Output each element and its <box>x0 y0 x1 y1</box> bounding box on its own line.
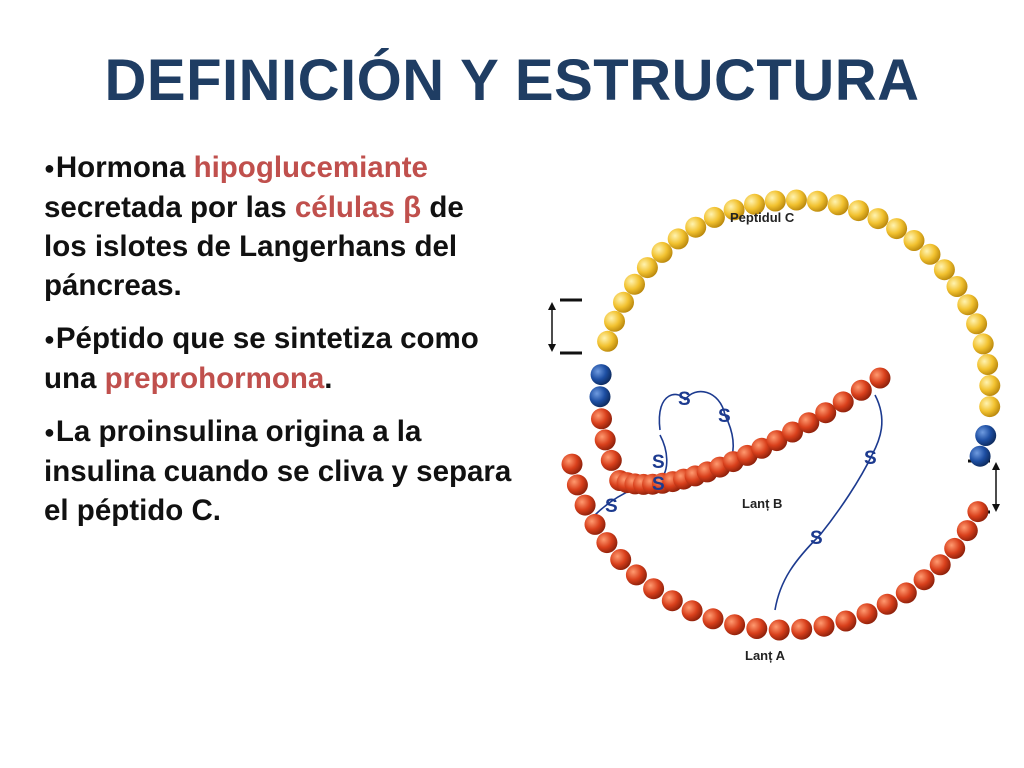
chain-b-residue <box>766 430 788 452</box>
chain-b-residue <box>850 379 872 401</box>
chain-b-residue <box>832 391 854 413</box>
bullet-dot-icon: ● <box>44 422 55 442</box>
bullet-text: . <box>324 362 333 395</box>
chain-b-residue <box>815 402 837 424</box>
chain-a-residue <box>876 593 898 615</box>
bullet-cleavage: ●La proinsulina origina a la insulina cu… <box>44 412 514 530</box>
chain-b-residue <box>782 421 803 443</box>
disulfide-bonds <box>594 390 883 611</box>
chain-a-residue <box>643 578 665 600</box>
c-peptide-residue <box>806 190 828 212</box>
chain-a-residue <box>724 614 746 636</box>
sulfur-label: S <box>678 389 691 410</box>
chain-a-residue <box>944 537 966 559</box>
bullet-text: Hormona <box>55 151 194 184</box>
sulfur-label: S <box>718 406 731 427</box>
chain-a-residue <box>929 554 951 576</box>
bullet-dot-icon: ● <box>44 158 55 178</box>
highlight-term: células β <box>294 191 422 224</box>
amino-acid-chain <box>561 189 1001 641</box>
label-chain-b: Lanț B <box>742 496 782 511</box>
junction-residue <box>590 364 612 386</box>
chain-a-residue <box>956 520 978 542</box>
slide-title: DEFINICIÓN Y ESTRUCTURA <box>104 48 920 113</box>
chain-b-residue <box>798 412 820 434</box>
c-peptide-residue <box>785 189 807 211</box>
label-chain-a: Lanț A <box>745 648 786 663</box>
sulfur-label: S <box>652 474 665 495</box>
c-peptide-residue <box>867 208 889 230</box>
chain-a-residue <box>813 615 835 637</box>
c-peptide-residue <box>946 276 968 297</box>
c-peptide-residue <box>957 294 979 316</box>
chain-a-residue <box>856 603 878 625</box>
bullet-text: La proinsulina origina a la insulina cua… <box>44 415 512 527</box>
bullet-text: secretada por las <box>44 191 295 224</box>
chain-a-residue <box>791 618 813 640</box>
junction-residue <box>975 425 997 446</box>
chain-a-residue <box>967 501 989 523</box>
c-peptide-residue <box>667 228 689 250</box>
chain-b-residue <box>591 408 612 430</box>
c-peptide-residue <box>624 273 645 295</box>
c-peptide-residue <box>886 218 908 240</box>
disulfide-labels: S S S S S S S <box>605 389 877 549</box>
c-peptide-residue <box>979 396 1001 418</box>
chain-a-residue <box>566 474 588 496</box>
c-peptide-residue <box>919 243 941 265</box>
chain-a-residue <box>625 564 647 586</box>
c-peptide-residue <box>613 291 634 313</box>
chain-b-residue <box>600 449 622 471</box>
proinsulin-diagram: Peptidul C Lanț B Lanț A S S S S S S S <box>548 189 1001 663</box>
bullet-dot-icon: ● <box>44 329 55 349</box>
sulfur-label: S <box>810 528 823 549</box>
chain-a-residue <box>702 608 724 630</box>
c-peptide-residue <box>764 190 786 212</box>
c-peptide-residue <box>685 216 707 238</box>
chain-a-residue <box>574 494 596 516</box>
bullet-text: Péptido que se sintetiza como una <box>44 322 479 395</box>
bullet-definition: ●Hormona hipoglucemiante secretada por l… <box>44 148 514 305</box>
sulfur-label: S <box>605 496 618 517</box>
chain-a-residue <box>835 610 857 632</box>
c-peptide-residue <box>651 241 673 263</box>
c-peptide-residue <box>933 259 955 281</box>
chain-a-residue <box>913 569 935 591</box>
c-peptide-residue <box>723 199 745 221</box>
highlight-term: preprohormona <box>104 362 325 395</box>
sulfur-label: S <box>864 448 877 469</box>
junction-residue <box>969 445 991 467</box>
c-peptide-residue <box>744 193 765 215</box>
chain-a-residue <box>895 582 917 604</box>
chain-a-residue <box>610 549 632 570</box>
c-peptide-residue <box>848 200 869 222</box>
chain-a-residue <box>561 453 583 475</box>
chain-b-residue <box>594 429 616 451</box>
c-peptide-residue <box>903 230 925 251</box>
c-peptide-residue <box>604 310 625 332</box>
bullet-synthesis: ●Péptido que se sintetiza como una prepr… <box>44 319 514 398</box>
chain-a-residue <box>596 532 618 554</box>
c-peptide-residue <box>966 313 988 335</box>
c-peptide-residue <box>977 354 999 375</box>
highlight-term: hipoglucemiante <box>193 151 428 184</box>
chain-b-residue <box>869 367 891 389</box>
junction-residue <box>589 386 611 408</box>
c-peptide-residue <box>972 333 994 355</box>
c-peptide-residue <box>827 194 849 216</box>
label-c-peptide: Peptidul C <box>730 210 795 225</box>
bullet-text: de los islotes de Langerhans del páncrea… <box>44 191 464 302</box>
chain-a-residue <box>768 619 790 641</box>
bullet-list: ●Hormona hipoglucemiante secretada por l… <box>44 148 514 544</box>
chain-a-residue <box>661 590 683 612</box>
c-peptide-residue <box>703 206 725 228</box>
sulfur-label: S <box>652 452 665 473</box>
chain-a-residue <box>746 618 768 639</box>
chain-a-residue <box>584 513 606 535</box>
c-peptide-residue <box>636 257 658 279</box>
c-peptide-residue <box>597 330 619 352</box>
chain-a-residue <box>681 600 703 622</box>
c-peptide-residue <box>979 375 1001 396</box>
